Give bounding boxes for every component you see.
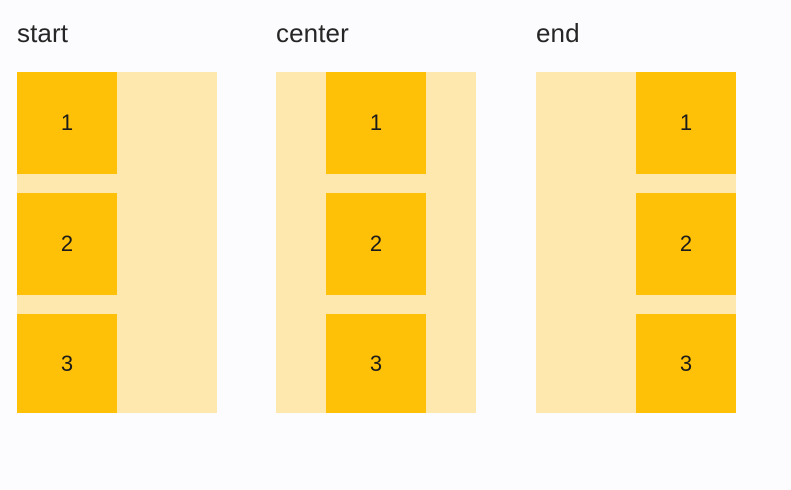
flex-container-center: 1 2 3 [276, 72, 476, 413]
flex-item-label: 1 [679, 110, 693, 135]
flex-item: 2 [636, 193, 736, 295]
flex-item: 1 [17, 72, 117, 174]
flex-item-label: 3 [369, 350, 383, 376]
flex-item: 3 [636, 314, 736, 413]
demo-label-start: start [17, 18, 69, 48]
flex-item: 2 [17, 193, 117, 295]
flex-item-label: 1 [369, 110, 383, 135]
flex-container-end: 1 2 3 [536, 72, 736, 413]
flex-item-label: 3 [60, 350, 74, 376]
flex-item-label: 2 [60, 231, 74, 256]
flex-item-label: 2 [679, 231, 693, 256]
flex-item: 3 [17, 314, 117, 413]
flex-item: 1 [636, 72, 736, 174]
demo-label-center: center [276, 18, 349, 48]
flex-item-label: 3 [679, 350, 693, 376]
flex-item: 1 [326, 72, 426, 174]
demo-label-end: end [536, 18, 580, 48]
flex-item-label: 2 [369, 231, 383, 256]
flex-item: 3 [326, 314, 426, 413]
flex-item: 2 [326, 193, 426, 295]
flex-container-start: 1 2 3 [17, 72, 217, 413]
flex-item-label: 1 [60, 110, 74, 135]
